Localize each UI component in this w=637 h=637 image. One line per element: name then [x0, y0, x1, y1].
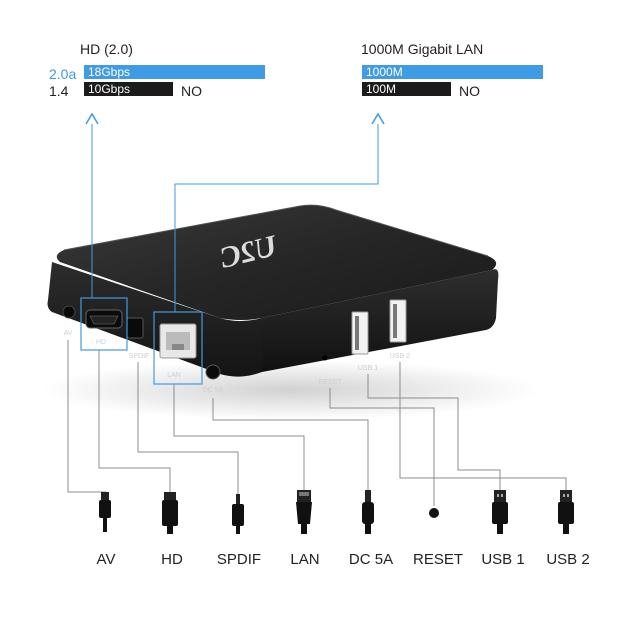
leader-usb1: [367, 374, 501, 490]
device-top-edge-highlight: [63, 204, 489, 257]
hdmi-1-4-no-label: NO: [181, 83, 202, 99]
connector-label-hd: HD: [161, 551, 183, 568]
connector-label-dc: DC 5A: [348, 551, 394, 568]
usb-1-plug-icon: [492, 490, 508, 534]
hdmi-version-2-0a: 2.0a: [49, 66, 77, 82]
device-shadow: [40, 360, 540, 420]
av-jack: [62, 305, 76, 319]
usb-2-plug-icon: [558, 490, 574, 534]
device-label-usb2: USB 2: [390, 353, 410, 360]
usb-1-port: [351, 311, 369, 355]
connector-leader-lines: [67, 340, 567, 506]
device-label-av: AV: [64, 330, 73, 337]
hd-arrow-up: [85, 112, 99, 125]
device-label-spdif: SPDIF: [129, 353, 150, 360]
connector-label-av: AV: [96, 551, 116, 568]
device-label-hd: HD: [96, 339, 106, 346]
hdmi-bandwidth-10gbps-bar: 10Gbps: [84, 82, 173, 96]
hdmi-plug-icon: [162, 492, 178, 534]
reset-hole: [322, 355, 328, 361]
connector-label-usb2: USB 2: [546, 551, 590, 568]
leader-av: [67, 340, 106, 493]
device-label-reset: RESET: [318, 379, 342, 386]
lan-leader-blue: [174, 124, 379, 312]
spdif-plug-icon: [232, 494, 244, 534]
av-plug-icon: [99, 492, 111, 532]
reset-dot-icon: [429, 508, 439, 518]
device-label-dc: DC 5A: [203, 387, 224, 394]
hdmi-spec-title: HD (2.0): [80, 41, 133, 57]
lan-spec-title: 1000M Gigabit LAN: [361, 41, 484, 57]
dc-port: [205, 364, 221, 380]
leader-usb2: [399, 362, 567, 490]
connector-label-reset: RESET: [412, 551, 463, 568]
connector-label-lan: LAN: [290, 551, 320, 568]
device-label-usb1: USB 1: [358, 365, 378, 372]
lan-highlight-box: [153, 311, 203, 385]
leader-reset: [329, 388, 435, 506]
usb-2-port: [389, 299, 407, 343]
leader-lan: [173, 384, 305, 490]
ethernet-plug-icon: [296, 490, 312, 534]
spdif-port: [126, 317, 144, 339]
device-label-lan: LAN: [167, 372, 181, 379]
connector-label-usb1: USB 1: [481, 551, 525, 568]
lan-100m-no-label: NO: [459, 83, 480, 99]
leader-hd: [98, 350, 171, 492]
device-right-face: [262, 269, 499, 372]
hdmi-bandwidth-18gbps-bar: 18Gbps: [84, 65, 265, 79]
device-front-face: [47, 262, 262, 377]
device-top-face: [56, 205, 497, 320]
lan-100m-bar: 100M: [362, 82, 451, 96]
hdmi-version-1-4: 1.4: [49, 83, 69, 99]
lan-arrow-up: [371, 112, 385, 125]
connector-label-spdif: SPDIF: [216, 551, 262, 568]
dc-plug-icon: [362, 490, 374, 534]
hd-highlight-box: [80, 297, 128, 351]
lan-1000m-bar: 1000M: [362, 65, 543, 79]
leader-dc: [212, 398, 369, 490]
leader-spdif: [137, 362, 239, 494]
